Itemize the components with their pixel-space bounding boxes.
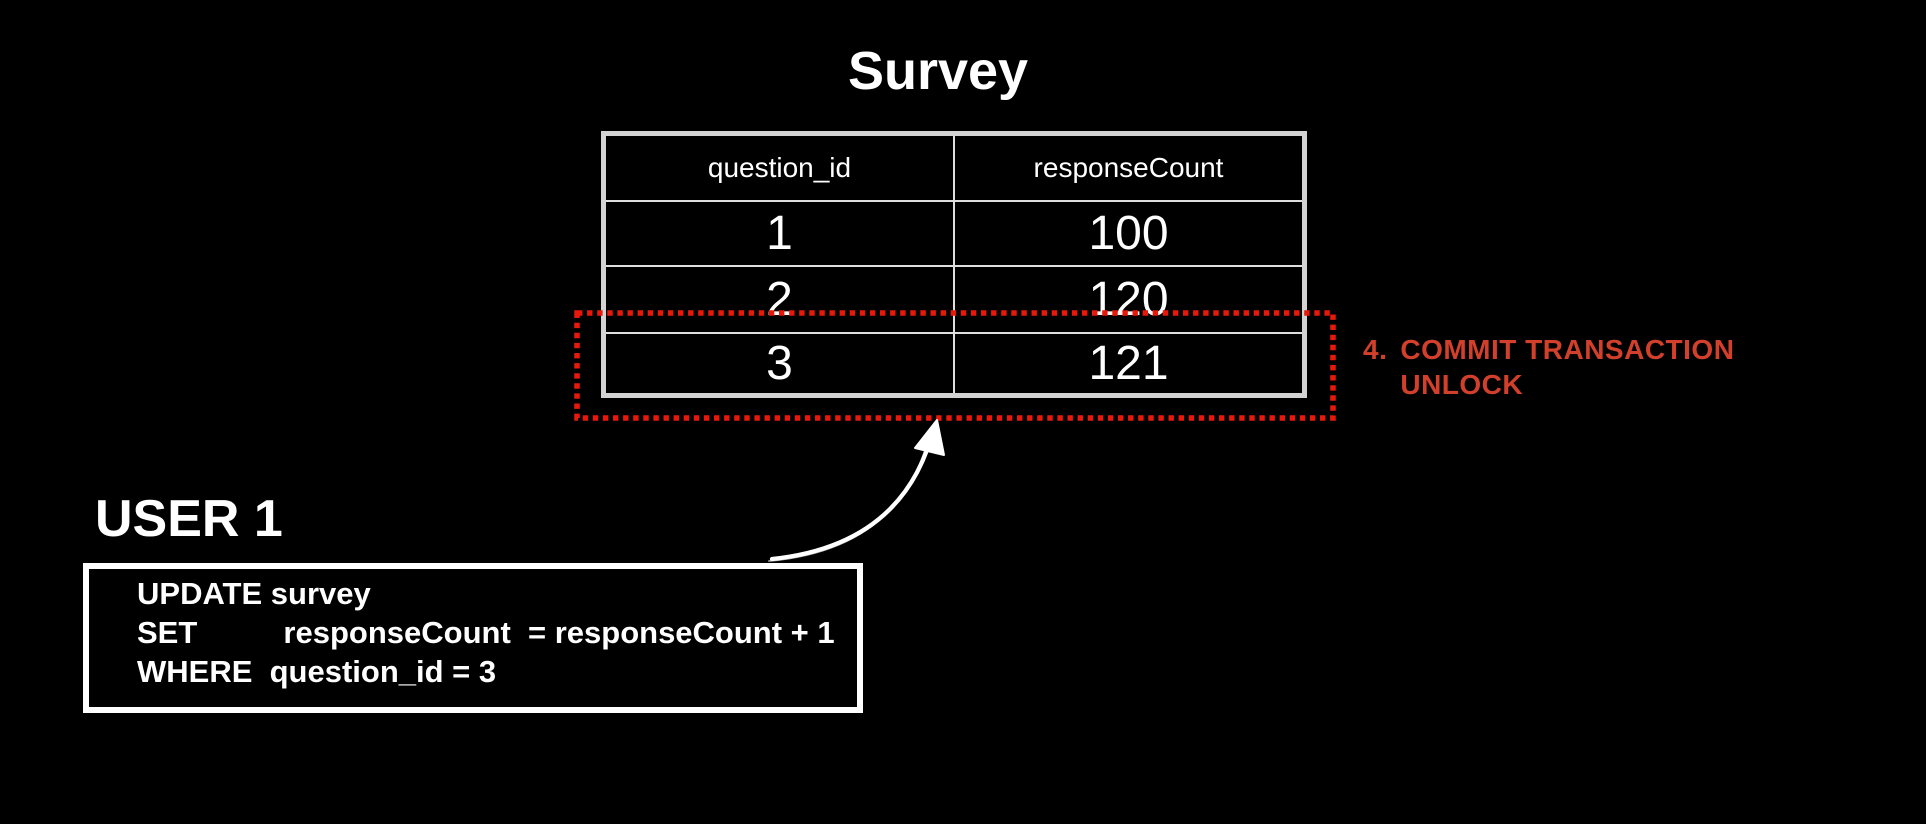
sql-line-set: SET responseCount = responseCount + 1 (137, 615, 835, 650)
step-line-commit-transaction: COMMIT TRANSACTION (1400, 334, 1735, 365)
arrow-head (914, 419, 945, 456)
step-line-unlock: UNLOCK (1400, 369, 1524, 400)
table-cell-responseCount-1: 100 (955, 200, 1302, 265)
sql-line-update: UPDATE survey (137, 576, 371, 611)
user1-label: USER 1 (95, 490, 283, 548)
user1-sql-box: UPDATE survey SET responseCount = respon… (83, 563, 863, 713)
curved-arrow-icon (768, 419, 945, 562)
column-header-question-id: question_id (606, 136, 955, 200)
column-header-responseCount: responseCount (1033, 152, 1224, 183)
table-cell-responseCount-3: 121 (955, 332, 1302, 393)
table-cell-question-id-1: 1 (606, 200, 955, 265)
sql-line-where: WHERE question_id = 3 (137, 654, 497, 689)
table-cell-responseCount-2: 120 (955, 265, 1302, 332)
step-number: 4. (1363, 334, 1388, 365)
table-cell-question-id-3: 3 (606, 332, 955, 393)
step-4-commit-label: 4. COMMIT TRANSACTION UNLOCK (1363, 332, 1734, 402)
table-title: Survey (847, 41, 1029, 101)
survey-table: question_id responseCount 1 100 2 120 3 … (601, 131, 1307, 398)
table-cell-question-id-2: 2 (606, 265, 955, 332)
